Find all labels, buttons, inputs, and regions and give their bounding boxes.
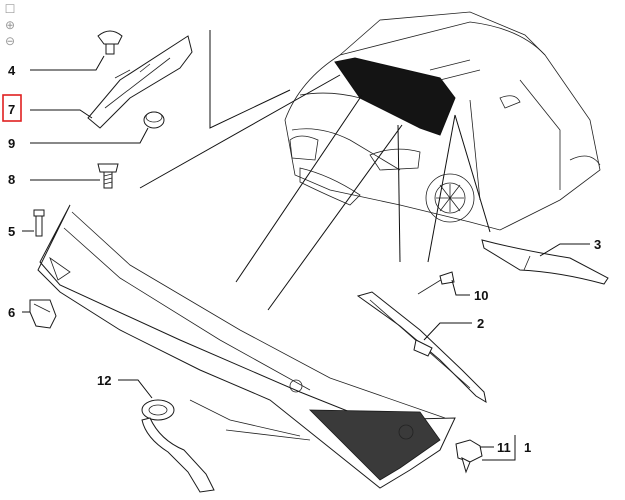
part-12-drain-hose: [141, 399, 311, 493]
part-4-clip: [97, 30, 123, 55]
part-8-screw: [97, 163, 119, 189]
projection-lines: [139, 30, 491, 311]
part-9-plug: [143, 111, 165, 129]
callout-1[interactable]: 1: [524, 440, 531, 455]
callout-leaders: [22, 55, 590, 461]
callout-4[interactable]: 4: [8, 63, 16, 78]
part-10-nozzle: [417, 271, 455, 295]
part-11-clip: [455, 439, 483, 474]
callout-8[interactable]: 8: [8, 172, 15, 187]
callout-9[interactable]: 9: [8, 136, 15, 151]
part-1-cowl-panel: [37, 204, 456, 489]
zoom-toolbar: ☐ ⊕ ⊖: [2, 2, 20, 50]
part-2-side-seal: [356, 291, 487, 404]
callout-10[interactable]: 10: [474, 288, 488, 303]
callout-3[interactable]: 3: [594, 237, 601, 252]
zoom-out-icon[interactable]: ⊖: [4, 34, 16, 48]
zoom-in-icon[interactable]: ⊕: [4, 18, 16, 32]
front-wheel: [425, 173, 475, 223]
callout-5[interactable]: 5: [8, 224, 15, 239]
part-3-strip: [481, 239, 609, 285]
callout-2[interactable]: 2: [477, 316, 484, 331]
callout-12[interactable]: 12: [97, 373, 111, 388]
callout-11[interactable]: 11: [497, 440, 511, 455]
part-5-bolt: [33, 209, 45, 237]
part-7-side-trim: [87, 35, 193, 129]
callout-7[interactable]: 7: [8, 102, 15, 117]
callout-labels: 4 7 9 8 5 6 3 10 2 12 11 1: [2, 63, 601, 455]
fit-icon[interactable]: ☐: [4, 2, 16, 16]
callout-7-highlight-box: [2, 94, 22, 122]
car-illustration: [284, 11, 601, 231]
part-6-clip: [29, 299, 57, 329]
cowl-vent-mesh: [309, 409, 441, 481]
callout-6[interactable]: 6: [8, 305, 15, 320]
windshield-cowl-highlight: [334, 57, 456, 136]
